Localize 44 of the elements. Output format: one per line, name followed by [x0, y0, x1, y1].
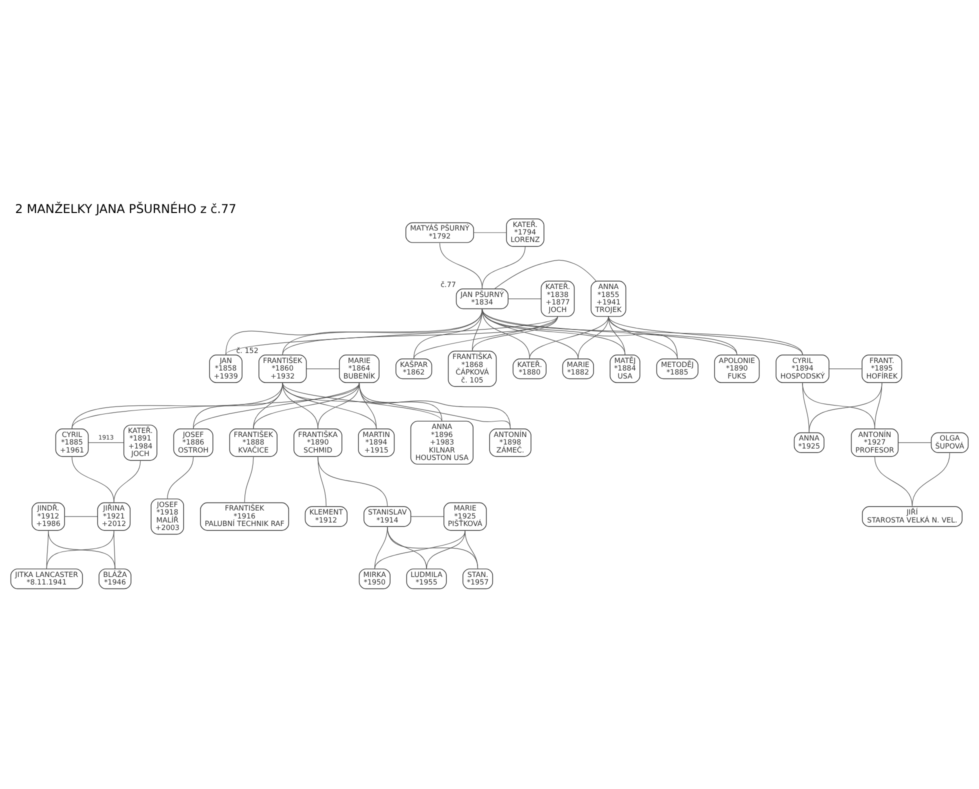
connector: [253, 382, 360, 428]
connector: [874, 382, 882, 428]
connector: [802, 382, 810, 432]
connector: [472, 316, 558, 351]
connector: [387, 526, 427, 569]
connector: [253, 382, 283, 428]
connector: [244, 456, 254, 502]
connector: [426, 530, 466, 569]
connector: [114, 460, 141, 502]
connector: [494, 259, 596, 289]
connector: [414, 308, 482, 358]
connector: [874, 456, 913, 506]
connector: [282, 382, 442, 421]
connector: [482, 246, 526, 288]
connector: [282, 316, 558, 354]
connector: [529, 316, 609, 358]
connector: [114, 530, 116, 569]
connector: [226, 316, 558, 354]
connector: [808, 382, 882, 432]
connector: [318, 456, 388, 506]
connector: [167, 456, 194, 499]
connector: [608, 316, 738, 354]
connector: [608, 316, 678, 358]
connector: [828, 368, 862, 369]
connector: [414, 316, 558, 358]
connector: [358, 382, 511, 428]
connector: [508, 298, 542, 299]
connector: [72, 456, 114, 502]
connector: [387, 526, 478, 569]
connector: [374, 530, 466, 569]
connector: [608, 316, 803, 354]
connector: [72, 382, 283, 428]
connector: [193, 382, 283, 428]
connector: [482, 308, 803, 354]
diagram-title: 2 MANŽELKY JANA PŠURNÉHO z č.77: [15, 202, 236, 216]
connector: [439, 242, 482, 288]
connector: [608, 316, 626, 354]
connector: [282, 382, 511, 428]
connector: [306, 368, 340, 369]
connector: [802, 382, 876, 428]
connector: [72, 382, 360, 428]
connector: [193, 382, 360, 428]
connector: [912, 452, 950, 506]
connector: [464, 530, 478, 569]
